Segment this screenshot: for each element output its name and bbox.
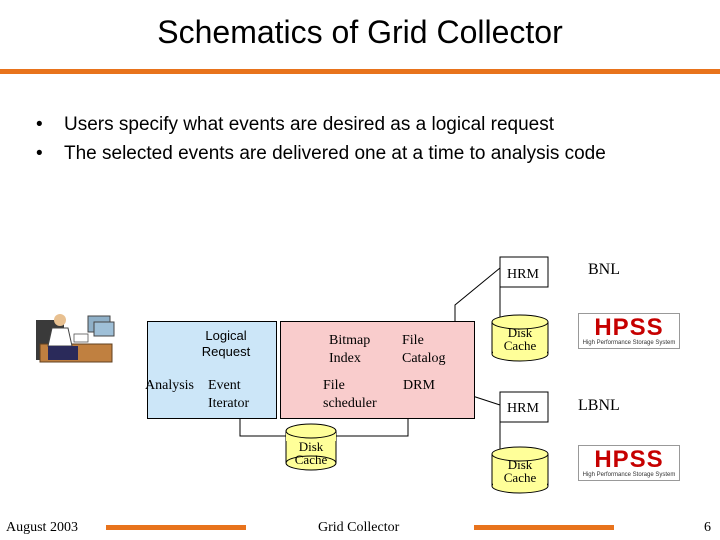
title-divider <box>0 69 720 74</box>
disk-cache-bottom-label: Disk Cache <box>503 457 537 485</box>
file-catalog-label: File Catalog <box>402 333 446 366</box>
hpss-logo-text: HPSS <box>594 446 664 473</box>
disk-cache-top-cylinder <box>491 314 549 362</box>
connector-line <box>334 418 409 437</box>
hrm-bottom-box <box>499 391 549 423</box>
bitmap-index-label: Bitmap Index <box>329 333 371 366</box>
hpss-logo-subtitle: High Performance Storage System <box>582 340 676 346</box>
hpss-logo-text: HPSS <box>594 314 664 341</box>
hpss-logo-subtitle: High Performance Storage System <box>582 472 676 478</box>
connector-line <box>239 418 288 437</box>
grid-collector-box <box>280 321 475 419</box>
bnl-label: BNL <box>588 261 620 278</box>
hpss-logo-bottom: HPSS High Performance Storage System <box>578 445 680 481</box>
footer-date: August 2003 <box>6 520 78 535</box>
file-scheduler-label: File scheduler <box>323 378 377 411</box>
user-side-box <box>147 321 277 419</box>
connector-line <box>454 267 501 326</box>
bullet-text: The selected events are delivered one at… <box>64 143 606 164</box>
drm-label: DRM <box>403 378 435 393</box>
bullet-text: Users specify what events are desired as… <box>64 114 555 135</box>
lbnl-label: LBNL <box>578 397 620 414</box>
event-iterator-label: Event Iterator <box>208 378 250 411</box>
bullet-item: •Users specify what events are desired a… <box>36 114 555 135</box>
disk-cache-bottom-cylinder <box>491 446 549 494</box>
logical-request-label: Logical Request <box>201 328 251 359</box>
footer-divider-left <box>106 525 246 530</box>
footer-title: Grid Collector <box>318 520 400 535</box>
user-at-desk-illustration <box>36 314 115 363</box>
footer-divider-right <box>474 525 614 530</box>
bullet-item: •The selected events are delivered one a… <box>36 143 606 164</box>
page-title: Schematics of Grid Collector <box>157 14 563 50</box>
page-number: 6 <box>704 520 711 535</box>
hrm-top-box <box>499 256 549 288</box>
bullet-list: •Users specify what events are desired a… <box>36 110 606 168</box>
hpss-logo-top: HPSS High Performance Storage System <box>578 313 680 349</box>
disk-cache-local-label: Disk Cache <box>294 439 328 467</box>
hrm-top-label: HRM <box>507 267 539 282</box>
disk-cache-local-cylinder <box>285 423 337 471</box>
hrm-bottom-label: HRM <box>507 401 539 416</box>
disk-cache-top-label: Disk Cache <box>503 325 537 353</box>
analysis-label: Analysis <box>145 378 194 393</box>
